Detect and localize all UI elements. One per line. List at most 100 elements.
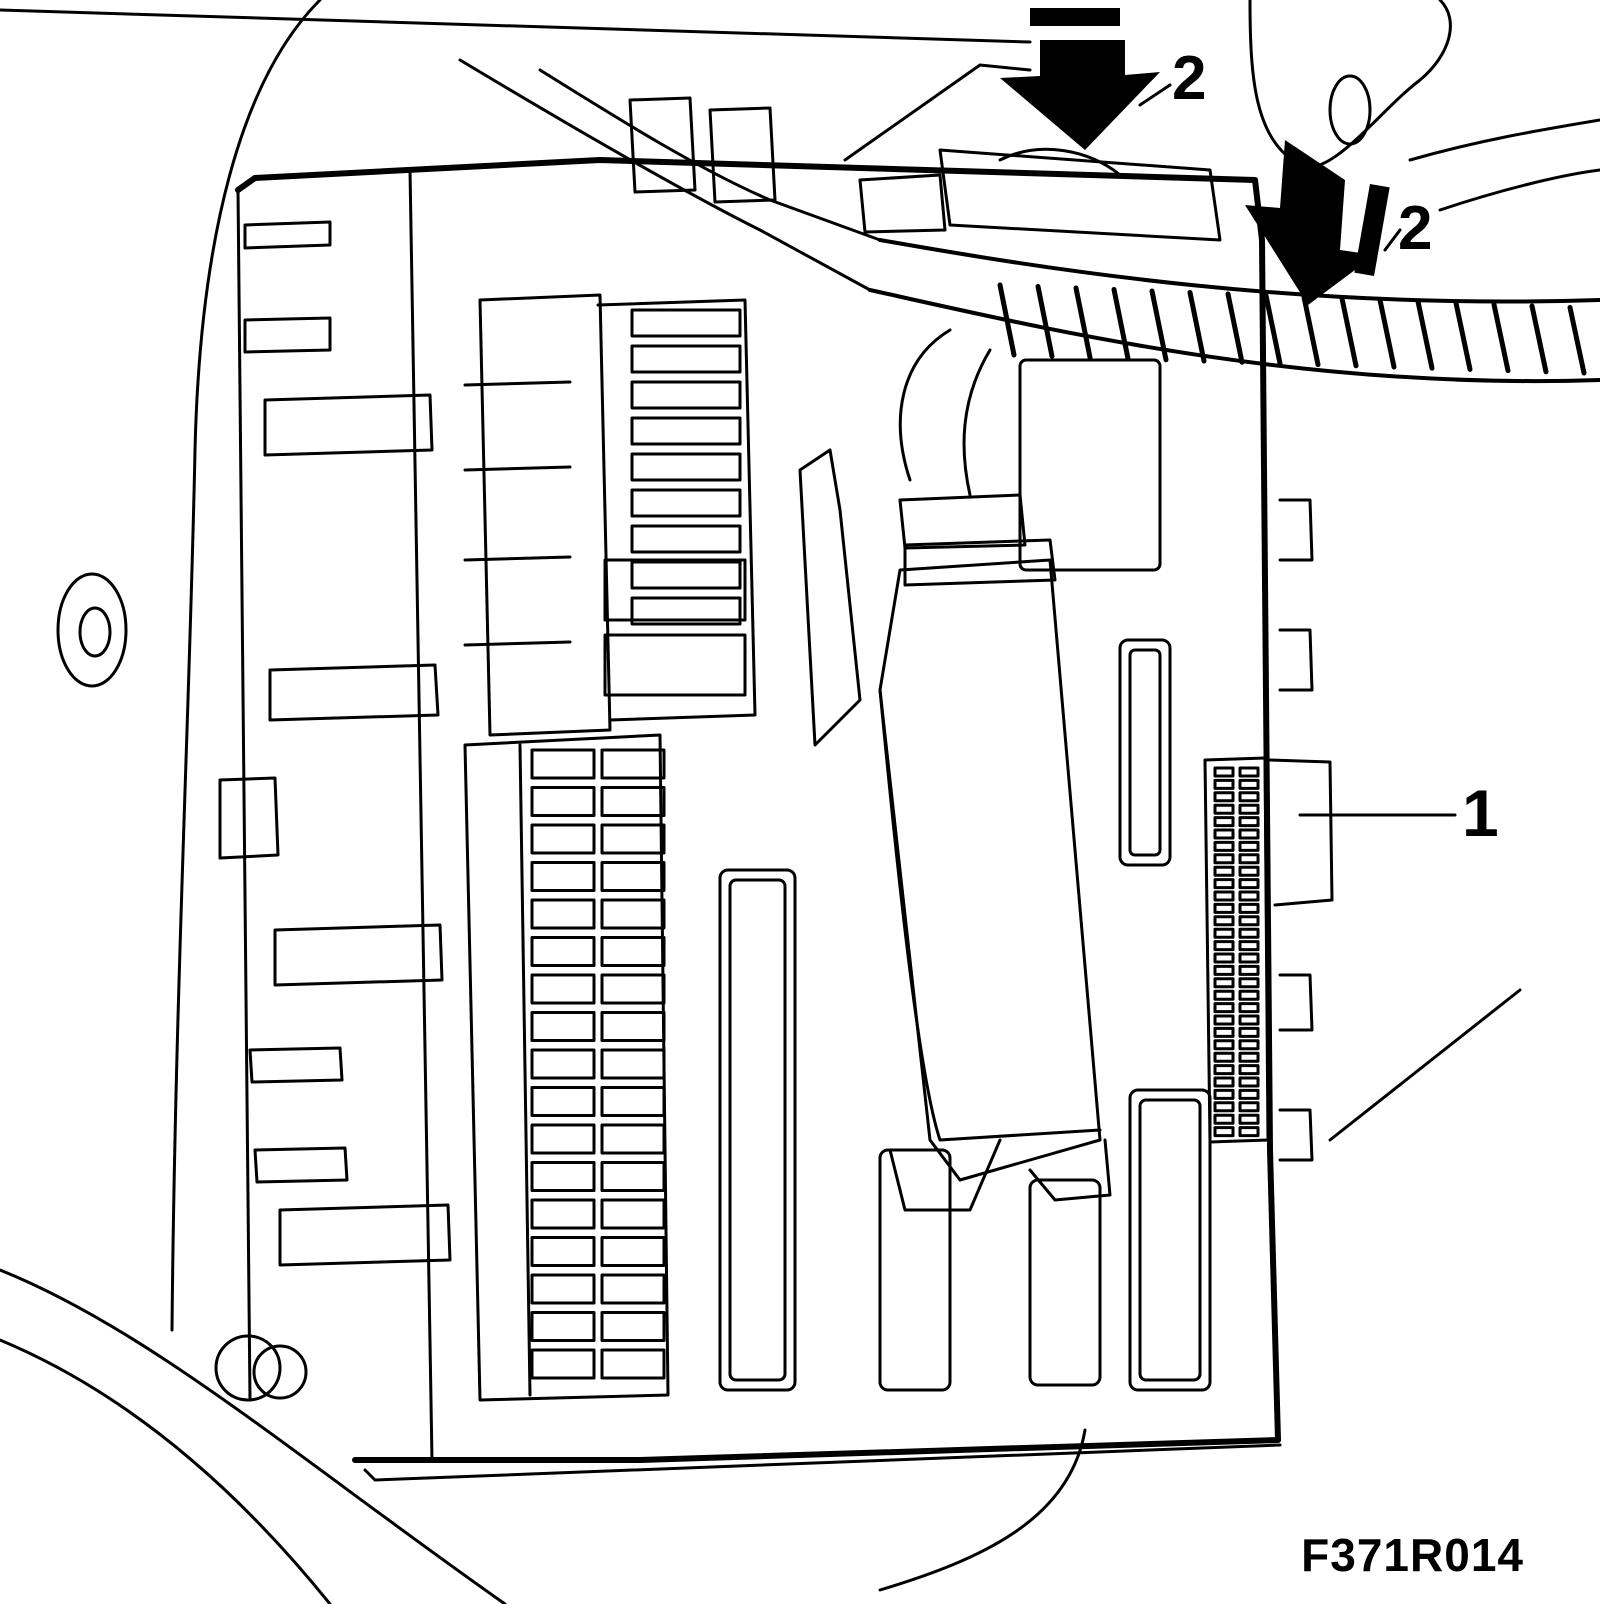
connector-pin [1238, 816, 1260, 828]
connector-pin [1238, 791, 1260, 803]
relay-slot [630, 524, 742, 554]
fuse-slot [530, 748, 596, 780]
mounting-hole-inner [78, 606, 112, 658]
connector-pin [1238, 865, 1260, 877]
connector-pin [1213, 1064, 1235, 1076]
connector-pin [1238, 940, 1260, 952]
connector-pin [1213, 791, 1235, 803]
relay-slot [630, 344, 742, 374]
connector-pin [1213, 766, 1235, 778]
connector-pin [1213, 989, 1235, 1001]
connector-pin [1213, 828, 1235, 840]
down-arrow-icon [1000, 8, 1160, 150]
connector-pin [1238, 853, 1260, 865]
fuse-slot [600, 1311, 666, 1342]
fuse-slot [530, 1123, 596, 1155]
down-arrow-icon [1245, 140, 1390, 305]
connector-pin [1213, 977, 1235, 989]
trim-panel-outline [0, 0, 507, 1604]
connector-pin [1213, 840, 1235, 852]
connector-pin [1213, 927, 1235, 939]
connector-pin [1238, 977, 1260, 989]
relay-slot [630, 488, 742, 518]
harness-wrap [1111, 287, 1131, 362]
harness-wrap [1187, 290, 1207, 364]
fuse-slot [530, 1236, 596, 1267]
harness-wrap [1225, 291, 1245, 365]
fuse-slot [530, 1011, 596, 1042]
connector-pin [1213, 865, 1235, 877]
fuse-slot [530, 1161, 596, 1192]
harness-wrap [1339, 296, 1359, 369]
connector-pin [1213, 853, 1235, 865]
connector-pin [1213, 1101, 1235, 1113]
connector-pin [1238, 1051, 1260, 1063]
fuse-slot [600, 1048, 666, 1080]
connector-pin [1238, 1076, 1260, 1088]
harness-wrap [1453, 300, 1473, 372]
fuse-slot [530, 1348, 596, 1380]
connector-pin [1213, 1002, 1235, 1014]
harness-wrap [1149, 288, 1169, 363]
connector-pin [1213, 964, 1235, 976]
connector-pin [1238, 1101, 1260, 1113]
fuse-slot [530, 1048, 596, 1080]
harness-wrap [1301, 294, 1321, 368]
fuse-slot [600, 786, 666, 817]
connector-pin [1213, 778, 1235, 790]
connector-pin [1238, 1026, 1260, 1038]
fuse-slot [530, 1086, 596, 1117]
fuse-slot [600, 1273, 666, 1305]
multi-pin-connector [1203, 498, 1334, 1162]
fuse-slot [530, 898, 596, 930]
connector-pin [1238, 766, 1260, 778]
fuse-slot [530, 823, 596, 855]
ribbon-connector [798, 448, 1112, 1212]
fuse-slot [600, 973, 666, 1005]
module-housing [235, 157, 1282, 1482]
connector-pin [1213, 890, 1235, 902]
connector-pin [1213, 1051, 1235, 1063]
leader-line-2a [1138, 83, 1172, 107]
upper-bracket [0, 0, 1600, 1142]
fuse-slot [600, 1123, 666, 1155]
relay-slot [603, 633, 747, 697]
callout-2-right: 2 [1398, 194, 1433, 263]
connector-pin [1238, 803, 1260, 815]
connector-pin [1213, 816, 1235, 828]
relay-block-upper [463, 293, 757, 737]
relay-slot [630, 560, 742, 590]
fuse-slot [600, 1011, 666, 1042]
callout-2-top: 2 [1172, 44, 1207, 113]
harness-wrap [1529, 303, 1549, 375]
fuse-slot [530, 1198, 596, 1230]
connector-pin [1238, 840, 1260, 852]
harness-wrap [1567, 305, 1587, 376]
connector-pin [1238, 1088, 1260, 1100]
fuse-slot [600, 936, 666, 967]
connector-pin [1213, 940, 1235, 952]
connector-pin [1213, 1088, 1235, 1100]
leader-line-2b [1383, 228, 1402, 252]
wiring-harness [458, 58, 1600, 497]
harness-wrap [1377, 297, 1397, 370]
fuse-slot [530, 786, 596, 817]
harness-wrap [1415, 299, 1435, 371]
fuse-slot [530, 936, 596, 967]
fuse-block-lower [463, 733, 670, 1402]
connector-pin [1238, 1039, 1260, 1051]
fuse-slot [600, 1348, 666, 1380]
relay-slot [630, 416, 742, 446]
connector-pin [1213, 803, 1235, 815]
connector-pin [1213, 1113, 1235, 1125]
fuse-slot [600, 861, 666, 892]
connector-pin [1238, 1113, 1260, 1125]
connector-pin [1213, 1039, 1235, 1051]
connector-pin [1238, 915, 1260, 927]
connector-pin [1238, 778, 1260, 790]
housing-clips [214, 220, 452, 1402]
fuse-slot [600, 1086, 666, 1117]
connector-pin [1238, 927, 1260, 939]
connector-pin [1238, 828, 1260, 840]
